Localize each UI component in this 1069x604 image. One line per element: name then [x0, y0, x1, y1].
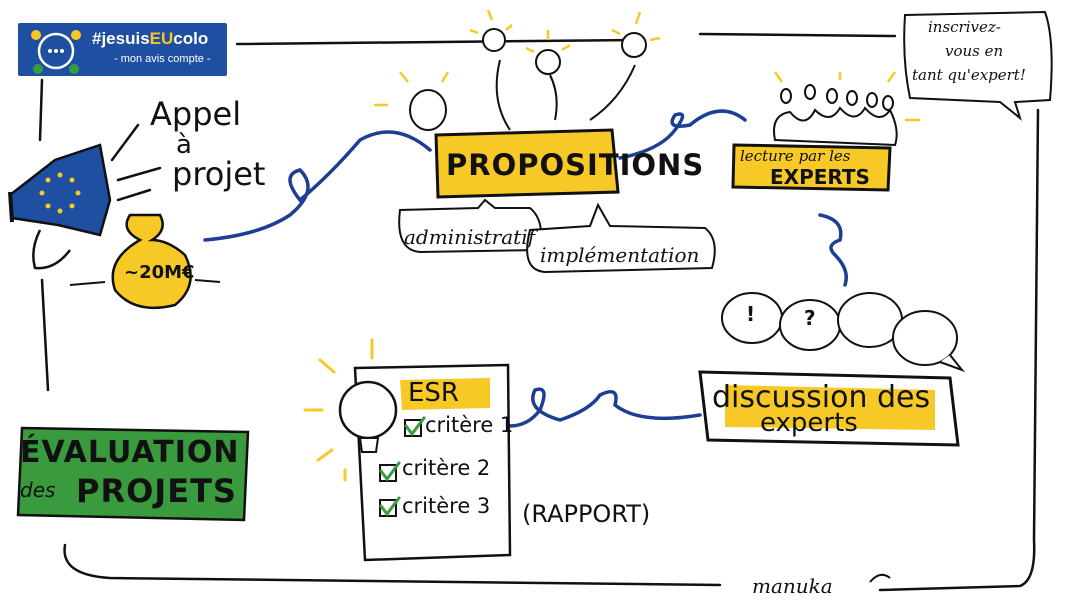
administratif-label: administratif [404, 225, 535, 249]
esr-note: (RAPPORT) [522, 500, 651, 528]
jesuiseucolo-logo[interactable]: #jesuisEUcolo - mon avis compte - [18, 23, 227, 76]
appel-line-1: Appel [150, 95, 242, 133]
evaluation-line-2-small: des [20, 478, 56, 502]
idea-bulbs-icon [374, 9, 661, 131]
discussion-line-1: discussion des [712, 380, 931, 415]
frame-lines [38, 32, 1040, 592]
lecture-line-1: lecture par les [740, 147, 851, 165]
esr-criterion-3: critère 3 [402, 494, 491, 518]
logo-subtitle: - mon avis compte - [114, 53, 211, 65]
esr-criterion-2: critère 2 [402, 456, 491, 480]
sub-bubbles [398, 10, 1053, 274]
budget-label: ~20M€ [124, 262, 195, 283]
appel-line-3: projet [172, 155, 266, 193]
esr-title: ESR [408, 378, 459, 408]
signature: manuka [752, 574, 833, 598]
propositions-title: PROPOSITIONS [446, 148, 705, 182]
discussion-bubbles-icon [721, 292, 966, 373]
implementation-label: implémentation [540, 243, 700, 267]
experts-crowd-icon [773, 71, 920, 147]
esr-sheet [303, 338, 512, 562]
esr-criterion-1: critère 1 [425, 413, 514, 437]
register-line-3: tant qu'expert! [912, 66, 1026, 84]
evaluation-line-2-big: PROJETS [76, 472, 237, 510]
evaluation-line-1: ÉVALUATION [20, 435, 240, 470]
appel-line-2: à [176, 130, 192, 160]
discussion-mark-question: ? [804, 306, 816, 330]
discussion-mark-exclaim: ! [746, 302, 756, 326]
hashtag: #jesuisEUcolo [92, 29, 209, 48]
eu-people-icon [31, 30, 81, 74]
discussion-line-2: experts [760, 408, 858, 438]
register-line-2: vous en [945, 42, 1004, 60]
register-line-1: inscrivez- [928, 18, 1001, 36]
highlight-boxes [16, 128, 960, 522]
signature-flourish [869, 573, 891, 583]
connector-lines [203, 109, 848, 428]
lecture-line-2: EXPERTS [770, 165, 870, 189]
money-bag-icon [69, 213, 221, 310]
megaphone-icon [8, 123, 162, 270]
